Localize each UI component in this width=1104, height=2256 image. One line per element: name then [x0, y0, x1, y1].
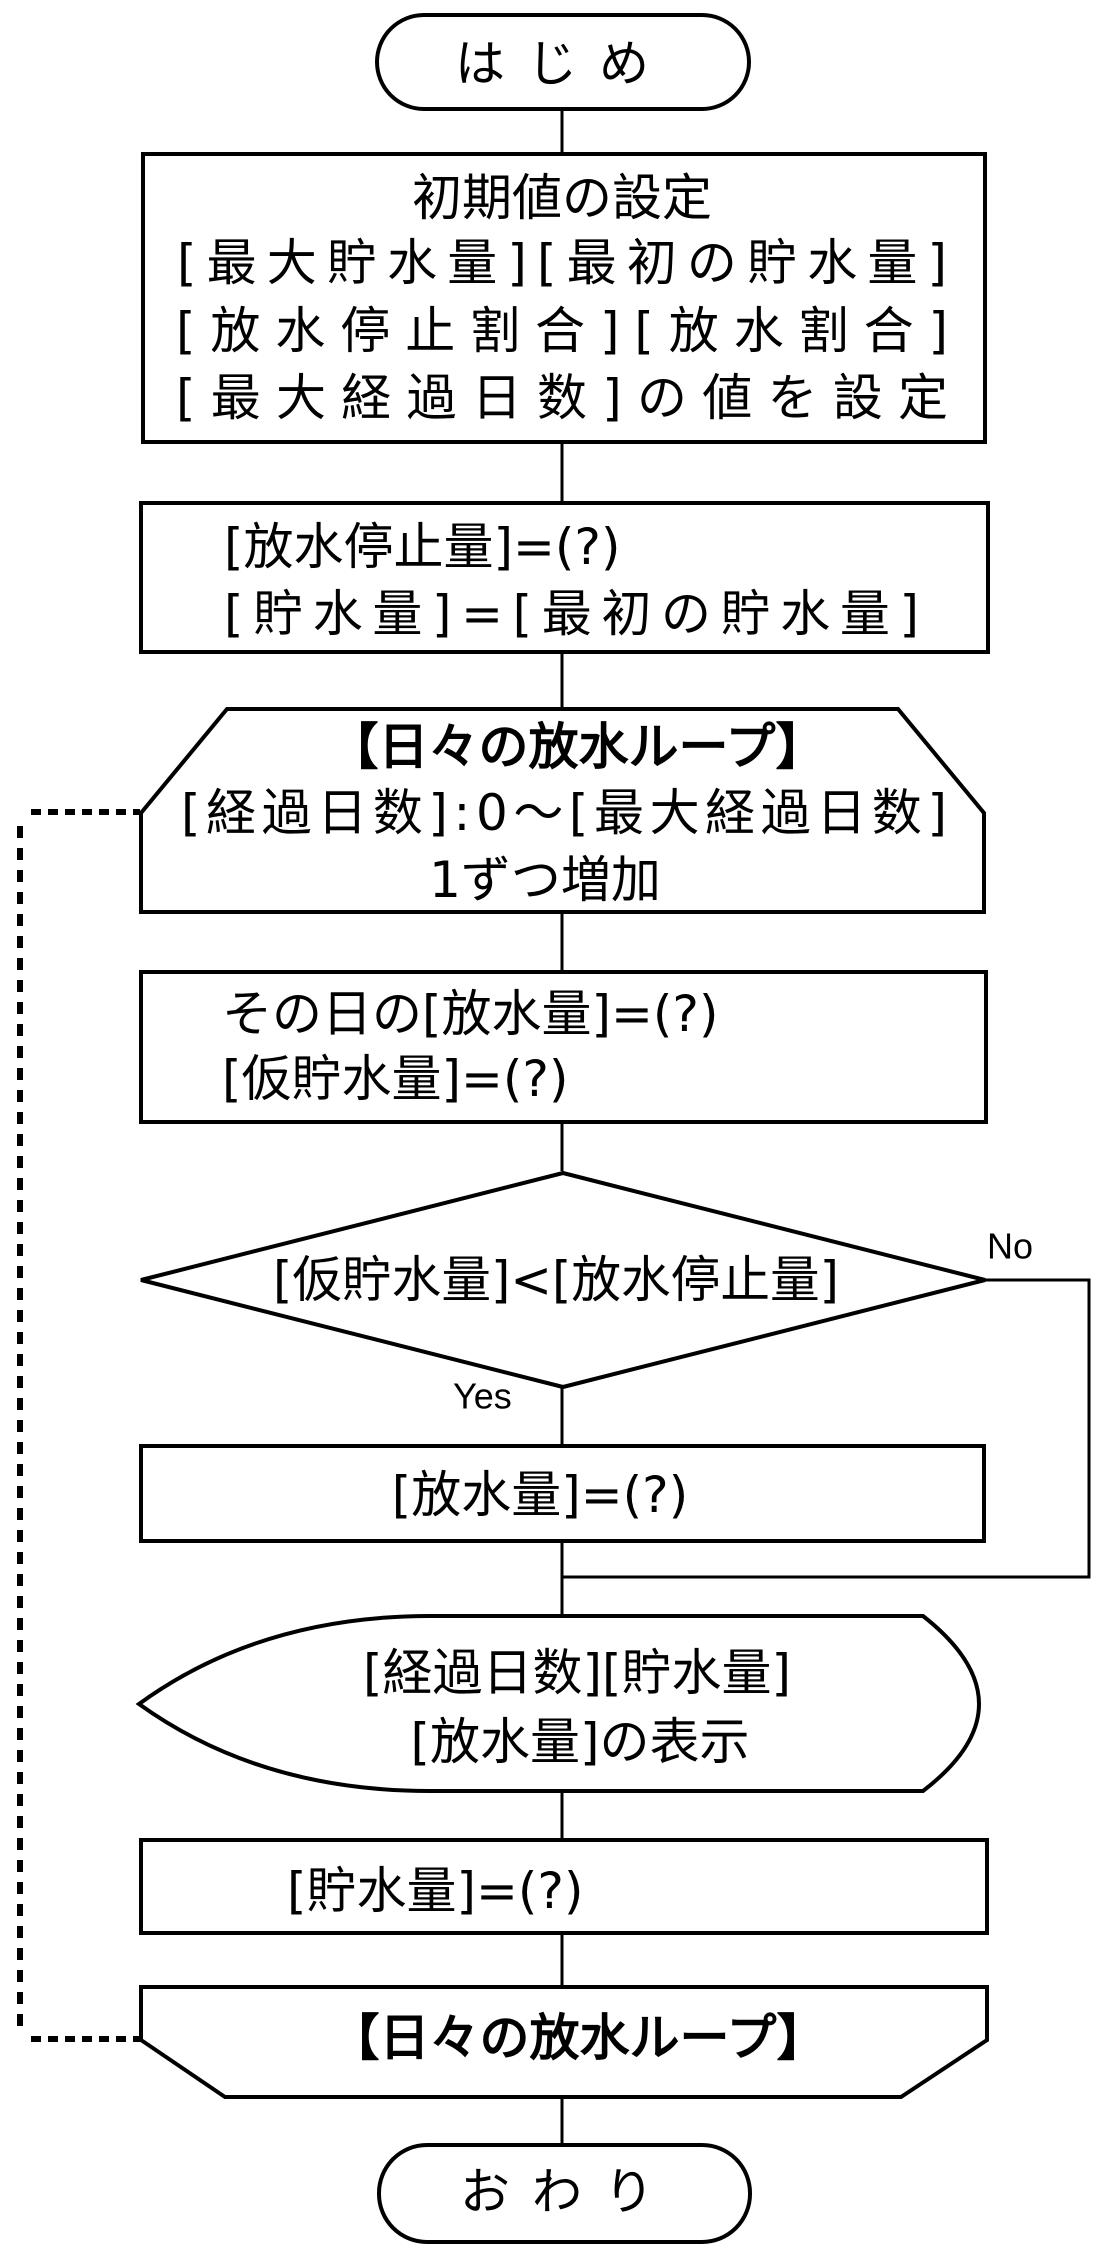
loop-start-step: 1ずつ増加 [429, 851, 661, 909]
daily-process-box: その日の[放水量]=(?) [仮貯水量]=(?) [139, 970, 988, 1124]
decision-no-label: No [987, 1226, 1033, 1267]
yes-process-box: [放水量]=(?) [139, 1444, 986, 1543]
start-label: はじめ [455, 35, 671, 93]
init-line-4: [最大経過日数]の値を設定 [176, 369, 948, 427]
init-line-3: [放水停止割合][放水割合] [176, 302, 948, 360]
daily-line-1: その日の[放水量]=(?) [222, 985, 718, 1043]
loop-start-title: 【日々の放水ループ】 [329, 718, 826, 776]
update-process-box: [貯水量]=(?) [139, 1838, 989, 1935]
display-line-1: [経過日数][貯水量] [363, 1644, 791, 1702]
decision-yes-label: Yes [453, 1376, 512, 1417]
loop-start-shape: 【日々の放水ループ】 [経過日数]:0～[最大経過日数] 1ずつ増加 [139, 707, 986, 914]
assign-line-2: [貯水量]=[最初の貯水量] [224, 585, 919, 643]
init-line-1: 初期値の設定 [412, 169, 712, 227]
end-terminal: おわり [377, 2143, 752, 2244]
decision-diamond: [仮貯水量]<[放水停止量] No Yes [140, 1170, 1033, 1417]
yes-line-1: [放水量]=(?) [392, 1466, 688, 1524]
display-shape: [経過日数][貯水量] [放水量]の表示 [135, 1614, 982, 1793]
loop-end-label: 【日々の放水ループ】 [330, 2009, 827, 2067]
connector-decision-no [562, 1278, 1091, 1579]
assign-process-box: [放水停止量]=(?) [貯水量]=[最初の貯水量] [139, 501, 990, 654]
display-line-2: [放水量]の表示 [410, 1713, 749, 1771]
decision-condition: [仮貯水量]<[放水停止量] [273, 1251, 839, 1309]
daily-line-2: [仮貯水量]=(?) [222, 1050, 568, 1108]
update-line-1: [貯水量]=(?) [287, 1862, 583, 1920]
end-label: おわり [460, 2163, 676, 2221]
assign-line-1: [放水停止量]=(?) [224, 518, 620, 576]
loop-end-shape: 【日々の放水ループ】 [139, 1985, 989, 2099]
start-terminal: はじめ [375, 13, 751, 111]
init-process-box: 初期値の設定 [最大貯水量][最初の貯水量] [放水停止割合][放水割合] [最… [141, 152, 987, 444]
